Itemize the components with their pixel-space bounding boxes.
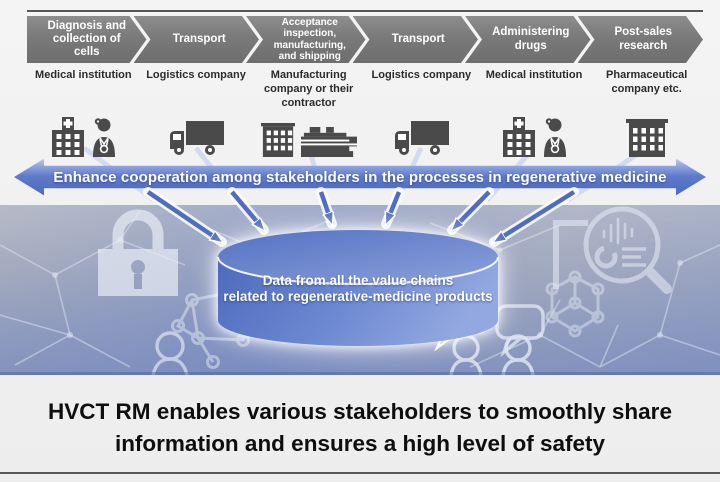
factory-icon (301, 127, 358, 157)
hospital-icon (502, 117, 535, 157)
hospital-icon (51, 117, 84, 157)
stakeholder-label: Pharmaceutical company etc. (606, 69, 688, 95)
doctor-icon (92, 118, 115, 157)
process-step-transport-2: Transport (353, 16, 479, 63)
cooperation-banner-label: Enhance cooperation among stakeholders i… (53, 168, 667, 186)
process-step-label: Transport (172, 32, 226, 45)
caption-text: HVCT RM enables various stakeholders to … (0, 396, 720, 460)
doctor-icon (543, 118, 566, 157)
cooperation-banner: Enhance cooperation among stakeholders i… (14, 157, 706, 197)
stakeholder-logistics-1: Logistics company (140, 69, 253, 157)
stakeholder-label: Medical institution (35, 69, 132, 81)
process-step-label: Post-sales research (614, 26, 673, 52)
truck-icon (170, 121, 224, 155)
stakeholder-icons (140, 107, 253, 157)
stakeholder-manufacturing: Manufacturing company or their contracto… (252, 69, 365, 157)
stakeholder-icons (365, 107, 478, 157)
process-step-label: Acceptance inspection, manufacturing, an… (273, 17, 346, 62)
database-label-line2: related to regenerative-medicine product… (223, 289, 493, 305)
process-step-label: Diagnosis and collection of cells (47, 19, 127, 59)
stakeholder-medical-institution-2: Medical institution (478, 69, 591, 157)
network-molecule-icon (545, 270, 605, 338)
office-building-icon (261, 123, 296, 157)
database-cylinder (217, 230, 499, 346)
stakeholder-icons (27, 107, 140, 157)
process-step-label: Transport (391, 32, 445, 45)
stakeholder-icons (478, 107, 591, 157)
process-step-administering: Administering drugs (465, 16, 591, 63)
process-step-label: Administering drugs (492, 26, 570, 52)
bottom-divider-line (0, 472, 720, 474)
office-building-icon (625, 119, 668, 157)
lock-icon (98, 209, 178, 296)
stakeholder-pharmaceutical: Pharmaceutical company etc. (590, 69, 703, 157)
database-label-line1: Data from all the value chains (262, 273, 454, 288)
caption-line1: HVCT RM enables various stakeholders to … (48, 399, 672, 424)
process-step-manufacturing: Acceptance inspection, manufacturing, an… (246, 16, 366, 63)
top-divider-line (27, 10, 703, 12)
process-step-transport-1: Transport (134, 16, 260, 63)
stakeholder-label: Manufacturing company or their contracto… (264, 69, 354, 109)
stakeholder-medical-institution-1: Medical institution (27, 69, 140, 157)
stakeholder-label: Logistics company (371, 69, 472, 81)
stakeholder-icons (252, 107, 365, 157)
process-step-postsales: Post-sales research (578, 16, 704, 63)
stakeholder-icons (590, 107, 703, 157)
process-steps-row: Diagnosis and collection of cells Transp… (27, 16, 703, 63)
process-step-diagnosis: Diagnosis and collection of cells (27, 16, 147, 63)
person-head-icon (151, 331, 189, 375)
stakeholders-row: Medical institution (27, 69, 703, 157)
stakeholder-logistics-2: Logistics company (365, 69, 478, 157)
caption-line2: information and ensures a high level of … (114, 430, 606, 456)
truck-icon (395, 121, 450, 155)
stakeholder-label: Medical institution (485, 69, 583, 81)
database-label: Data from all the value chains related t… (210, 273, 506, 306)
stakeholder-label: Logistics company (146, 69, 246, 81)
